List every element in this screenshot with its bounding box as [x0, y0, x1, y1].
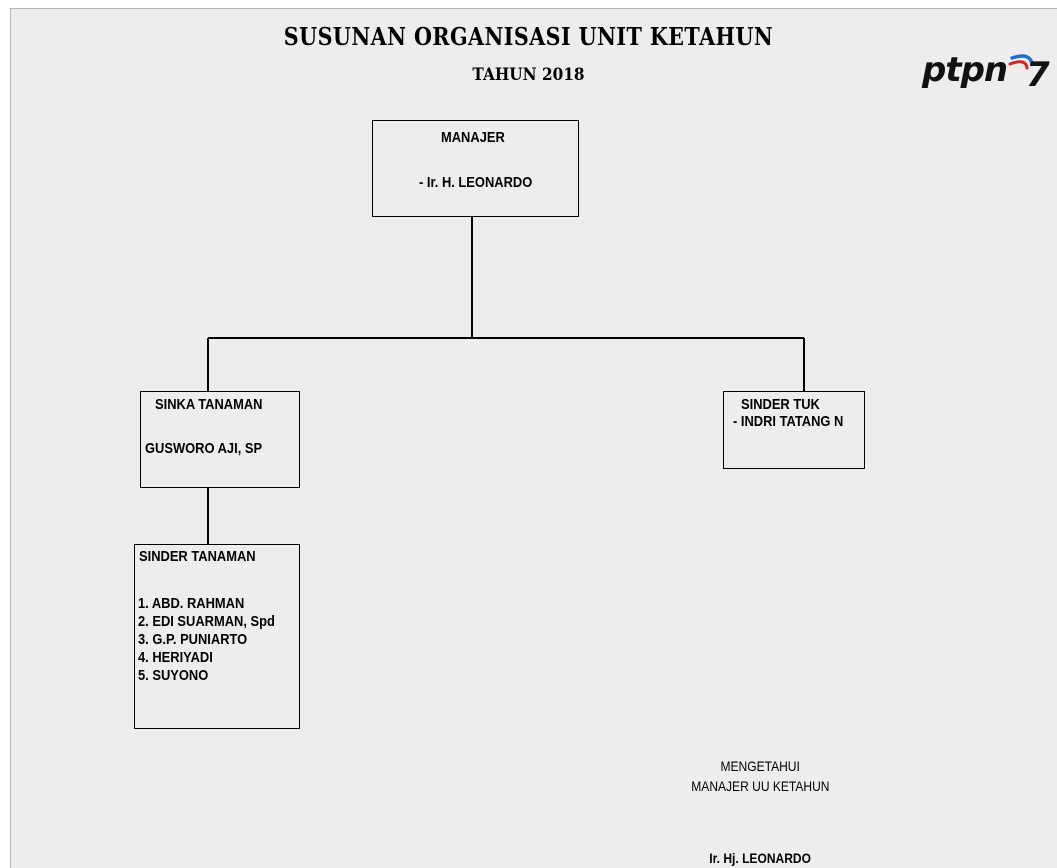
- sinder-tuk-title: SINDER TUK: [741, 396, 820, 413]
- sinder-tanaman-title: SINDER TANAMAN: [139, 548, 256, 565]
- manajer-name: - Ir. H. LEONARDO: [419, 174, 533, 191]
- chart-subtitle: TAHUN 2018: [53, 65, 1004, 85]
- chart-subtitle-text: TAHUN 2018: [472, 65, 585, 85]
- list-item: 2. EDI SUARMAN, Spd: [138, 613, 275, 630]
- manajer-title: MANAJER: [441, 129, 505, 146]
- logo-digit: 7: [1026, 55, 1050, 94]
- list-item: 4. HERIYADI: [138, 649, 213, 666]
- footer-manajer-title: MANAJER UU KETAHUN: [690, 778, 830, 794]
- chart-title-text: SUSUNAN ORGANISASI UNIT KETAHUN: [283, 22, 774, 51]
- ptpn7-logo: ptpn 7: [922, 50, 1052, 110]
- sinder-tuk-name: - INDRI TATANG N: [733, 413, 844, 430]
- sinder-tuk-box: SINDER TUK - INDRI TATANG N: [723, 391, 865, 469]
- sinder-tanaman-box: SINDER TANAMAN 1. ABD. RAHMAN 2. EDI SUA…: [134, 544, 300, 729]
- list-item: 5. SUYONO: [138, 667, 209, 684]
- logo-swoosh-icon: 7: [1008, 54, 1050, 94]
- sinka-tanaman-box: SINKA TANAMAN GUSWORO AJI, SP: [140, 391, 300, 488]
- list-item: 1. ABD. RAHMAN: [138, 595, 245, 612]
- logo-wordmark: ptpn: [922, 50, 1008, 90]
- list-item: 3. G.P. PUNIARTO: [138, 631, 248, 648]
- chart-title: SUSUNAN ORGANISASI UNIT KETAHUN: [74, 22, 983, 51]
- footer-mengetahui: MENGETAHUI: [720, 758, 800, 774]
- sinka-tanaman-name: GUSWORO AJI, SP: [145, 440, 263, 457]
- sinka-tanaman-title: SINKA TANAMAN: [155, 396, 263, 413]
- sheet-background: [10, 8, 1057, 868]
- manajer-box: MANAJER - Ir. H. LEONARDO: [372, 120, 579, 217]
- footer-signatory: Ir. Hj. LEONARDO: [709, 850, 811, 866]
- sinder-tanaman-members: 1. ABD. RAHMAN 2. EDI SUARMAN, Spd 3. G.…: [138, 595, 297, 685]
